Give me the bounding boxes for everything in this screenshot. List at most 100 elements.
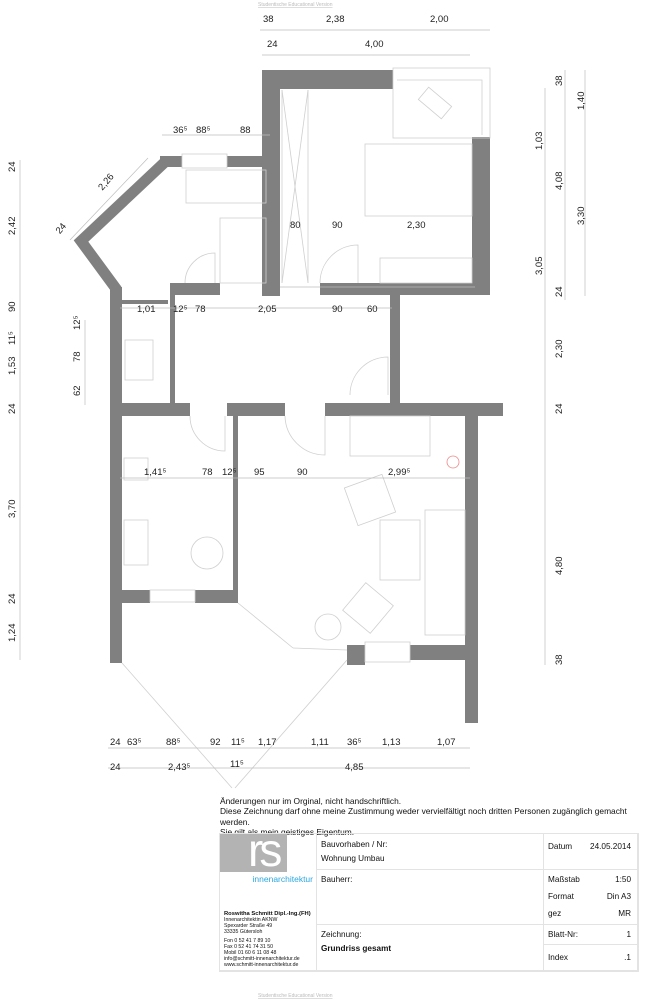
- walls: [73, 70, 503, 723]
- contact-line: Mobil 01 60 6 11 08 48: [224, 950, 277, 956]
- dim-label: 24: [54, 221, 69, 236]
- dim-label: 1,03: [534, 132, 545, 151]
- sheet-value: 1: [626, 930, 631, 939]
- dim-label: 88⁵: [166, 737, 181, 748]
- dim-label: 2,42: [7, 217, 18, 236]
- watermark-bottom: Studentische Educational Version: [258, 993, 333, 999]
- dim-label: 36⁵: [173, 125, 188, 136]
- bathtub: [185, 169, 267, 204]
- contact-line: Fon 0 52 41 7 89 10: [224, 938, 271, 944]
- firm-name: Roswitha Schmitt Dipl.-Ing.(FH): [224, 911, 311, 917]
- project-label: Bauvorhaben / Nr:: [321, 840, 388, 849]
- dim-label: 3,30: [576, 207, 587, 226]
- title-block: rs innenarchitektur Roswitha Schmitt Dip…: [219, 833, 639, 972]
- sheet-cell: Blatt-Nr: 1: [544, 925, 638, 945]
- dim-label: 2,00: [430, 14, 449, 25]
- dim-label: 4,00: [365, 39, 384, 50]
- dim-label: 1,41⁵: [144, 467, 166, 478]
- date-value: 24.05.2014: [590, 842, 631, 851]
- index-label: Index: [548, 953, 569, 962]
- dim-label: 24: [554, 403, 565, 414]
- drawing-cell: Zeichnung: Grundriss gesamt: [317, 925, 544, 971]
- firm-line: 33335 Gütersloh: [224, 929, 263, 935]
- firm-address: Roswitha Schmitt Dipl.-Ing.(FH) Innenarc…: [224, 911, 311, 935]
- drawing-value: Grundriss gesamt: [321, 944, 392, 953]
- dim-label: 24: [7, 161, 18, 172]
- project-cell: Bauvorhaben / Nr: Wohnung Umbau: [317, 834, 544, 870]
- logo: rs: [220, 834, 287, 872]
- dim-label: 24: [554, 286, 565, 297]
- format-value: Din A3: [606, 892, 631, 901]
- drawing-label: Zeichnung:: [321, 930, 362, 939]
- dim-label: 2,43⁵: [168, 762, 190, 773]
- dim-label: 38: [263, 14, 274, 25]
- logo-subtitle: innenarchitektur: [252, 874, 313, 884]
- contact-line: info@schmitt-innenarchitektur.de: [224, 956, 300, 962]
- dimension-labels: 38 2,38 2,00 24 4,00 36⁵ 88⁵ 88 2,26 24 …: [7, 14, 587, 773]
- dim-label: 11⁵: [7, 331, 18, 345]
- dim-label: 63⁵: [127, 737, 142, 748]
- firm-contact: Fon 0 52 41 7 89 10 Fax 0 52 41 74 31 50…: [224, 938, 300, 968]
- logo-letters: rs: [248, 834, 282, 872]
- dim-label: 24: [110, 762, 121, 773]
- bed: [364, 143, 473, 217]
- dim-label: 12⁵: [173, 304, 188, 315]
- notice-line: Diese Zeichnung darf ohne meine Zustimmu…: [220, 806, 627, 827]
- dim-label: 60: [367, 304, 378, 315]
- format-label: Format: [548, 892, 574, 901]
- dim-label: 38: [554, 75, 565, 86]
- dim-label: 2,99⁵: [388, 467, 410, 478]
- dim-label: 88: [240, 125, 251, 136]
- dim-label: 24: [7, 593, 18, 604]
- dim-label: 24: [267, 39, 278, 50]
- date-cell: Datum 24.05.2014: [544, 834, 638, 870]
- dim-label: 90: [332, 304, 343, 315]
- dim-label: 90: [7, 301, 18, 312]
- meta-cell: Maßstab 1:50 Format Din A3 gez MR: [544, 870, 638, 925]
- dim-label: 90: [297, 467, 308, 478]
- watermark-top: Studentische Educational Version: [258, 2, 333, 8]
- dim-label: 88⁵: [196, 125, 211, 136]
- dining-table: [349, 415, 431, 457]
- dim-label: 2,38: [326, 14, 345, 25]
- dim-label: 3,70: [7, 500, 18, 519]
- copyright-notice: Änderungen nur im Orginal, nicht handsch…: [220, 796, 656, 837]
- dim-label: 2,05: [258, 304, 277, 315]
- dim-label: 78: [202, 467, 213, 478]
- scale-value: 1:50: [615, 875, 631, 884]
- dim-label: 4,80: [554, 557, 565, 576]
- scale-label: Maßstab: [548, 875, 580, 884]
- contact-line: www.schmitt-innenarchitektur.de: [224, 962, 299, 968]
- notice-line: Änderungen nur im Orginal, nicht handsch…: [220, 796, 402, 806]
- contact-line: Fax 0 52 41 74 31 50: [224, 944, 274, 950]
- dim-label: 12⁵: [72, 315, 83, 330]
- furniture-lines: [121, 67, 491, 789]
- door-swing: [319, 244, 359, 284]
- dim-label: 11⁵: [231, 737, 245, 748]
- date-label: Datum: [548, 842, 573, 851]
- dim-label: 95: [254, 467, 265, 478]
- dim-label: 2,30: [407, 220, 426, 231]
- dim-label: 1,13: [382, 737, 401, 748]
- index-value: .1: [624, 953, 631, 962]
- drawn-by-value: MR: [618, 909, 631, 918]
- dim-label: 92: [210, 737, 221, 748]
- dim-label: 1,24: [7, 624, 18, 643]
- client-label: Bauherr:: [321, 875, 353, 884]
- dim-label: 4,85: [345, 762, 364, 773]
- drawn-by-label: gez: [548, 909, 562, 918]
- sheet-label: Blatt-Nr:: [548, 930, 579, 939]
- dim-label: 1,17: [258, 737, 277, 748]
- firm-line: Innenarchitektin AKNW: [224, 917, 278, 923]
- dimension-lines: [19, 29, 586, 769]
- dim-label: 80: [290, 220, 301, 231]
- dim-label: 12⁵: [222, 467, 237, 478]
- dim-label: 1,53: [7, 357, 18, 376]
- dim-label: 24: [7, 403, 18, 414]
- dim-label: 62: [72, 385, 83, 396]
- client-cell: Bauherr:: [317, 870, 544, 925]
- dim-label: 3,05: [534, 257, 545, 276]
- firm-cell: rs innenarchitektur Roswitha Schmitt Dip…: [220, 834, 317, 971]
- notice-line: Sie gilt als mein geistiges Eigentum.: [220, 826, 355, 837]
